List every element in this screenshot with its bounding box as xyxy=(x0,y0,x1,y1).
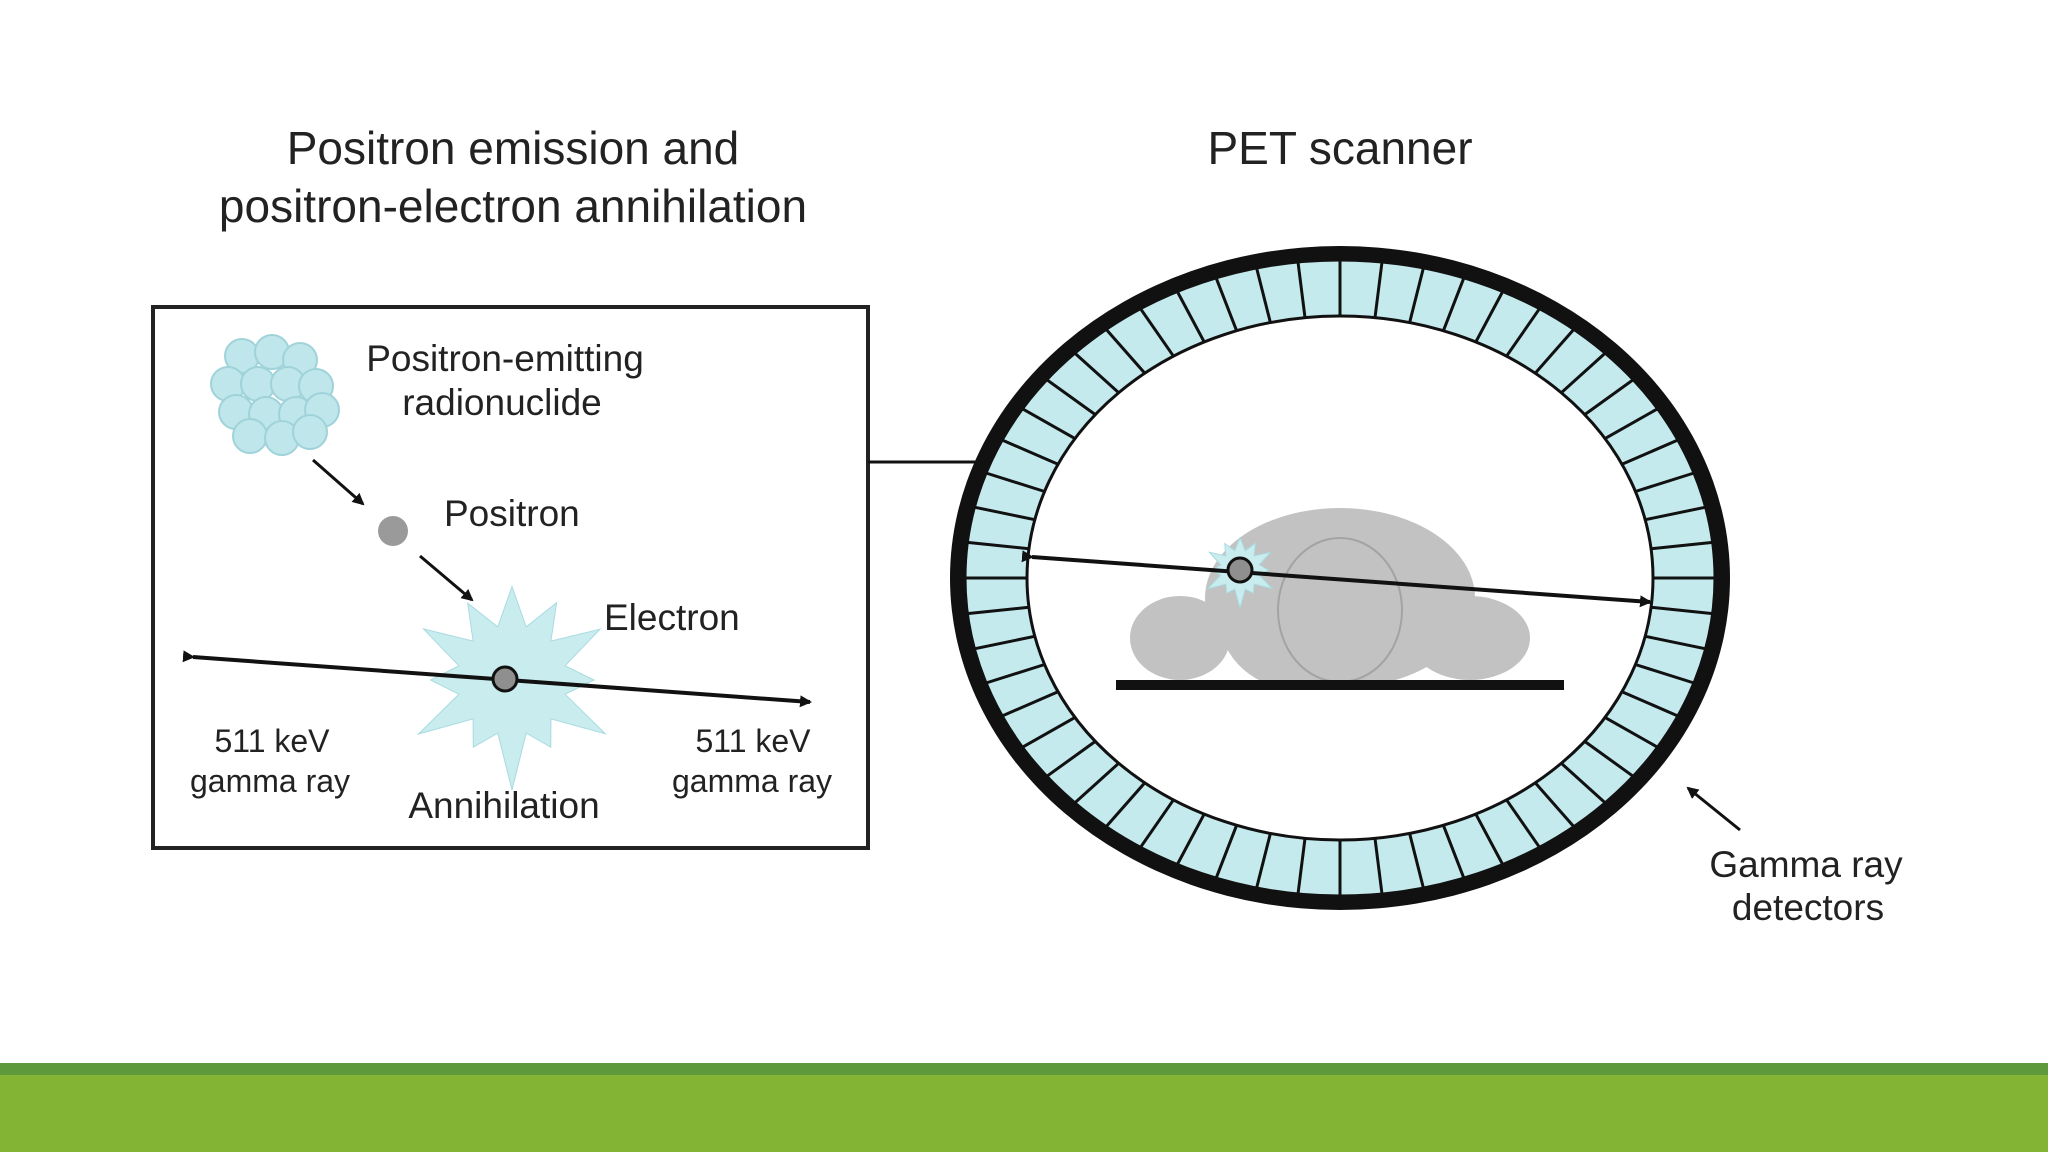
detector-cell-divider xyxy=(1442,824,1466,879)
detector-cell-divider xyxy=(1650,605,1713,616)
detector-cell-divider xyxy=(1001,690,1059,718)
detector-cell-divider xyxy=(1442,277,1466,332)
detector-cell-divider xyxy=(1505,307,1541,358)
scanner-detector-inner-border xyxy=(963,258,1717,898)
detector-cell-divider xyxy=(1255,267,1272,323)
detector-cell-divider xyxy=(1634,663,1695,685)
gamma-right-line2: gamma ray xyxy=(672,763,832,799)
footer-green-bar xyxy=(0,1063,2048,1152)
detector-cell-divider xyxy=(1560,762,1607,805)
gamma-ray-detector-cells xyxy=(965,260,1715,896)
arrow-to-positron xyxy=(312,458,365,506)
footer-green-stripe xyxy=(0,1063,2048,1075)
detectors-label-line2: detectors xyxy=(1732,887,1884,928)
detector-cell-divider xyxy=(1621,438,1679,466)
nucleus-label-line2: radionuclide xyxy=(402,382,602,423)
positron-label: Positron xyxy=(444,493,580,534)
detector-cell-divider xyxy=(985,471,1046,493)
positron-dot xyxy=(378,516,408,546)
detector-cell-divider xyxy=(974,505,1036,522)
detector-cell-divider xyxy=(1560,351,1607,394)
annihilation-box xyxy=(151,305,870,850)
detector-cell-divider xyxy=(1045,378,1097,416)
detectors-label-line1: Gamma ray xyxy=(1709,844,1903,885)
detector-cell-divider xyxy=(1139,798,1175,849)
nucleus-label-line1: Positron-emitting xyxy=(366,338,644,379)
detector-cell-divider xyxy=(1634,471,1695,493)
detector-cell-divider xyxy=(1175,813,1206,866)
scanner-gamma-line xyxy=(1021,550,1652,608)
patient-bed xyxy=(1116,680,1564,690)
detector-cell-divider xyxy=(1105,328,1146,375)
detector-cell-divider xyxy=(1583,740,1635,778)
detector-cell-divider xyxy=(1296,261,1307,318)
detector-cell-divider xyxy=(1534,781,1575,828)
detector-cell-divider xyxy=(1583,378,1635,416)
detector-cell-divider xyxy=(1175,290,1206,343)
detector-cell-divider xyxy=(967,540,1030,551)
detector-cell-divider xyxy=(1408,267,1425,323)
detector-cell-divider xyxy=(1604,407,1659,440)
detector-cell-divider xyxy=(1214,824,1238,879)
detector-cell-divider xyxy=(1073,762,1120,805)
detector-cell-divider xyxy=(1001,438,1059,466)
left-title-line1: Positron emission and xyxy=(287,122,740,174)
detector-cell-divider xyxy=(1373,261,1384,318)
detector-cell-divider xyxy=(1604,716,1659,749)
scanner-event-dot xyxy=(1226,556,1254,584)
detectors-arrow xyxy=(1686,786,1741,832)
electron-label: Electron xyxy=(604,597,740,638)
detector-cell-divider xyxy=(974,634,1036,651)
detector-cell-divider xyxy=(985,663,1046,685)
detector-cell-divider xyxy=(1073,351,1120,394)
detector-cell-divider xyxy=(1255,833,1272,889)
detector-cell-divider xyxy=(1474,813,1505,866)
detector-cell-divider xyxy=(1296,838,1307,895)
detector-cell-divider xyxy=(1105,781,1146,828)
detector-cell-divider xyxy=(1021,407,1076,440)
gamma-right-line1: 511 keV xyxy=(695,723,811,759)
nucleus-particle xyxy=(292,414,328,450)
electron-dot xyxy=(491,665,519,693)
detector-cell-divider xyxy=(1621,690,1679,718)
detector-cell-divider xyxy=(1505,798,1541,849)
nucleus-particle xyxy=(240,366,276,402)
detector-cell-divider xyxy=(967,605,1030,616)
radionuclide-icon xyxy=(210,334,340,456)
left-title-line2: positron-electron annihilation xyxy=(219,180,807,232)
detector-cell-divider xyxy=(1139,307,1175,358)
detector-cell-divider xyxy=(1045,740,1097,778)
detector-cell-divider xyxy=(1373,838,1384,895)
detector-cell-divider xyxy=(1408,833,1425,889)
arrow-to-annihilation xyxy=(419,554,474,602)
detector-cell-divider xyxy=(1474,290,1505,343)
gamma-left-line1: 511 keV xyxy=(214,723,330,759)
detector-cell-divider xyxy=(1644,634,1706,651)
detector-cell-divider xyxy=(1021,716,1076,749)
annihilation-label: Annihilation xyxy=(408,785,599,826)
nucleus-particle xyxy=(232,418,268,454)
detector-cell-divider xyxy=(1650,540,1713,551)
detector-cell-divider xyxy=(1214,277,1238,332)
detector-cell-divider xyxy=(1644,505,1706,522)
right-title: PET scanner xyxy=(1207,122,1472,174)
detector-cell-divider xyxy=(1534,328,1575,375)
gamma-left-line2: gamma ray xyxy=(190,763,350,799)
